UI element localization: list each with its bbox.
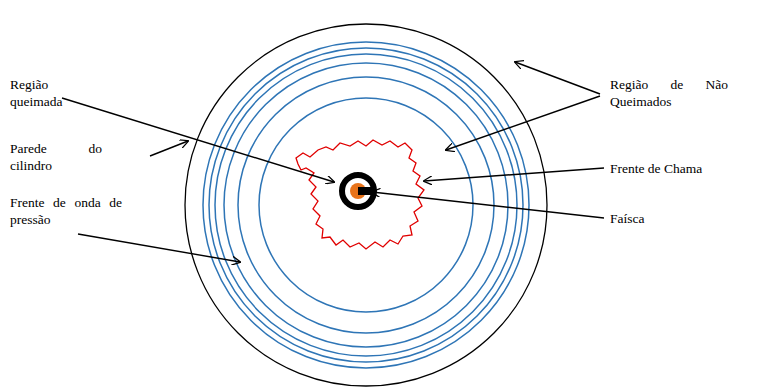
part-label: Frente de Chama [610,160,740,177]
part-label: Região queimada [10,76,72,110]
spark-plug [342,175,376,207]
part-label: Região de Não Queimados [610,76,728,110]
flame-front [296,140,424,249]
pressure-wave [203,42,529,368]
part-label: Parede do cilindro [10,140,102,174]
part-label: Frente de onda de pressão [10,194,122,228]
part-label: Faísca [610,210,710,227]
leader-line [62,62,604,262]
